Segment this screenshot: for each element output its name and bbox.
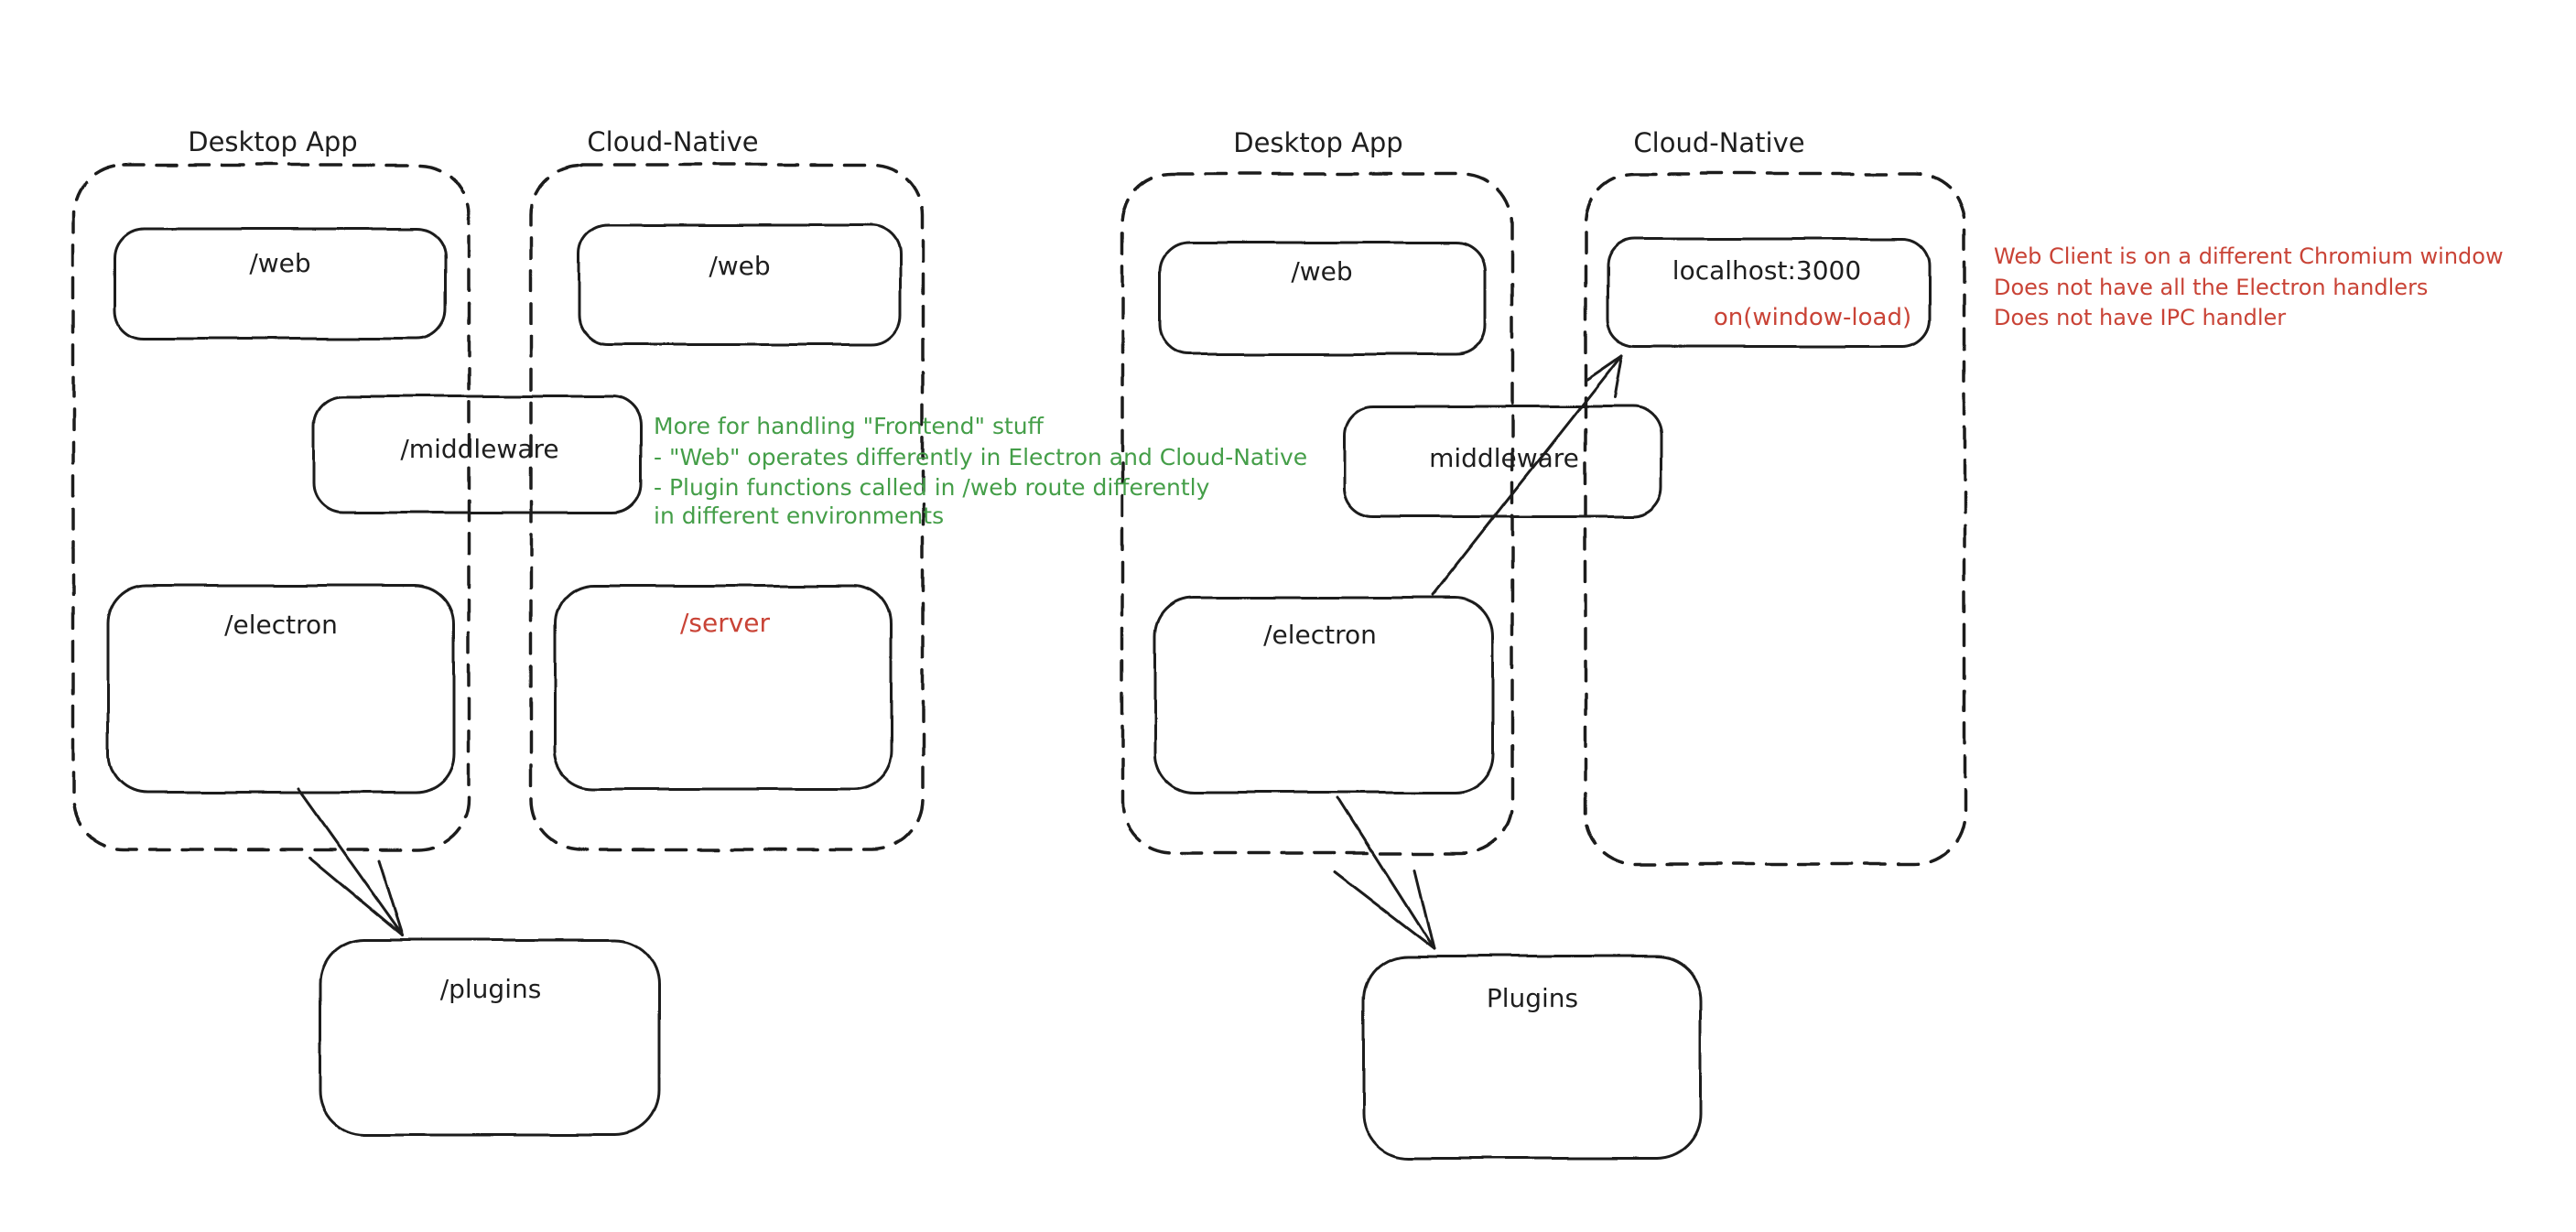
green-note-line-4: in different environments [654, 503, 944, 529]
green-note-line-2: - "Web" operates differently in Electron… [654, 444, 1307, 470]
right-plugins-label: Plugins [1487, 983, 1578, 1013]
green-note-line-1: More for handling "Frontend" stuff [654, 413, 1044, 439]
left-desktop-frame[interactable] [71, 163, 471, 851]
red-note-line-3: Does not have IPC handler [1994, 305, 2286, 330]
left-server-label: /server [680, 608, 771, 638]
right-electron-label: /electron [1263, 620, 1377, 650]
right-cloud-frame-label: Cloud-Native [1633, 127, 1804, 158]
right-arrow-electron-to-plugins[interactable] [1333, 796, 1435, 950]
left-web-box[interactable] [113, 227, 448, 340]
left-middleware-box[interactable] [312, 394, 643, 514]
left-arrow-electron-to-plugins[interactable] [297, 787, 405, 937]
red-note-line-2: Does not have all the Electron handlers [1994, 275, 2428, 300]
left-server-box[interactable] [553, 584, 893, 791]
red-note-line-1: Web Client is on a different Chromium wi… [1994, 243, 2504, 269]
left-middleware-label: /middleware [400, 434, 558, 464]
right-desktop-frame[interactable] [1120, 172, 1514, 855]
left-cloud-frame-label: Cloud-Native [587, 126, 758, 157]
right-electron-box[interactable] [1153, 596, 1495, 794]
left-cloud-web-label: /web [709, 251, 770, 281]
on-window-load-label: on(window-load) [1714, 304, 1911, 331]
localhost-label: localhost:3000 [1672, 255, 1861, 286]
left-plugins-label: /plugins [440, 974, 542, 1004]
left-desktop-frame-label: Desktop App [188, 126, 357, 157]
right-middleware-label: middleware [1429, 443, 1579, 473]
left-web-label: /web [249, 248, 310, 278]
right-desktop-frame-label: Desktop App [1233, 127, 1402, 158]
right-web-box[interactable] [1158, 241, 1487, 356]
right-middleware-box[interactable] [1342, 405, 1663, 518]
left-cloud-frame[interactable] [529, 163, 925, 851]
right-cloud-frame[interactable] [1584, 172, 1966, 866]
right-arrow-electron-to-localhost[interactable] [1431, 353, 1624, 597]
right-plugins-box[interactable] [1362, 955, 1703, 1160]
red-note: Web Client is on a different Chromium wi… [1994, 243, 2504, 330]
left-electron-box[interactable] [106, 584, 456, 794]
localhost-box[interactable] [1606, 237, 1932, 348]
green-note-line-3: - Plugin functions called in /web route … [654, 474, 1210, 501]
left-plugins-box[interactable] [319, 938, 661, 1137]
left-cloud-web-box[interactable] [578, 223, 902, 346]
left-electron-label: /electron [224, 610, 338, 640]
green-note: More for handling "Frontend" stuff - "We… [654, 413, 1307, 529]
right-web-label: /web [1291, 256, 1352, 286]
